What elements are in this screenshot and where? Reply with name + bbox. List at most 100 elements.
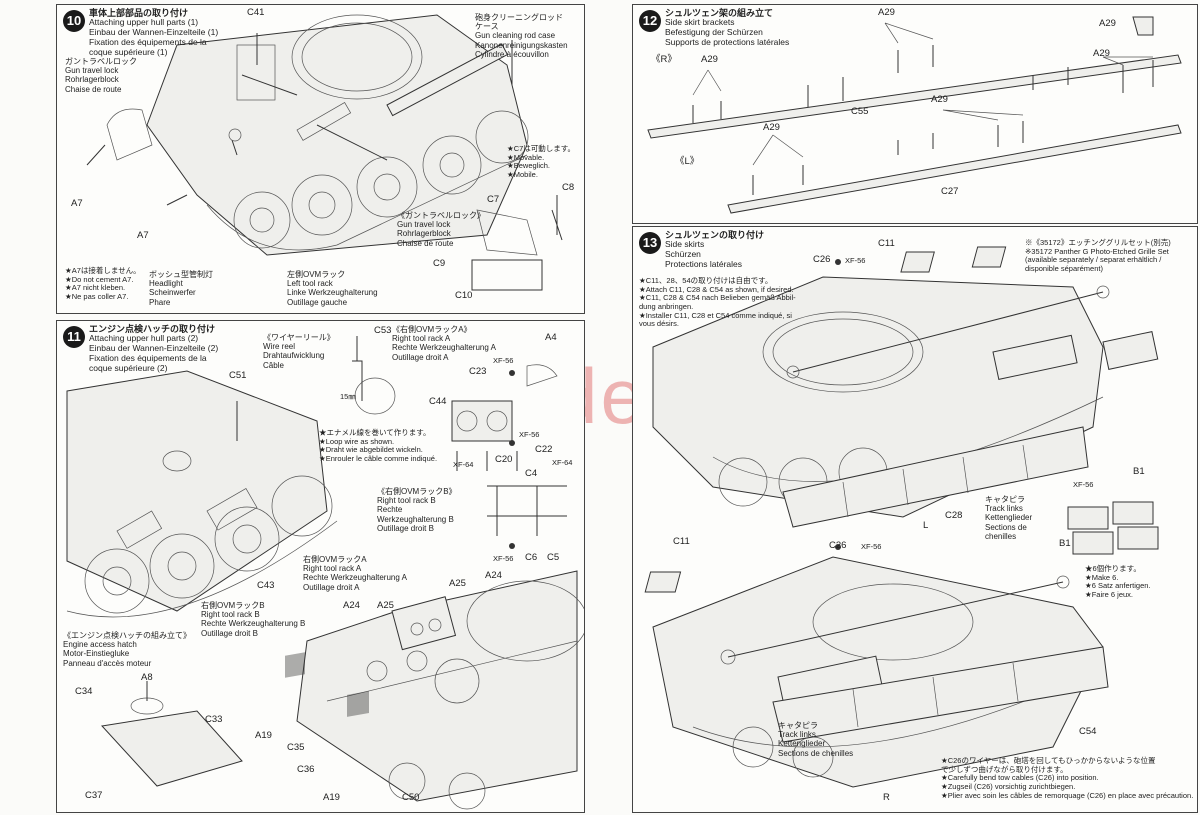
step-11-panel: 11 エンジン点検ハッチの取り付け Attaching upper hull p… xyxy=(56,320,585,813)
part-label: C36 xyxy=(297,764,315,775)
paint-code: XF-56 xyxy=(519,430,540,439)
part-label: A29 xyxy=(878,7,895,18)
note-line: ★C11, C28 & C54 nach Belieben gemäß Abbi… xyxy=(639,293,796,303)
note-line: ★Ne pas coller A7. xyxy=(65,291,129,301)
caption-line: Kettenglieder xyxy=(985,513,1033,523)
part-label: C8 xyxy=(562,182,575,193)
part-label: C51 xyxy=(229,370,247,381)
caption-line: Sections de chenilles xyxy=(778,748,854,758)
caption-line: Right tool rack A xyxy=(303,564,362,574)
note-line: vous désirs. xyxy=(639,319,680,329)
paint-code: XF-56 xyxy=(861,542,882,551)
step-12-illustration xyxy=(647,16,1182,214)
part-label: C53 xyxy=(374,325,392,336)
part-label: A25 xyxy=(449,578,466,589)
paint-code: XF-56 xyxy=(845,256,866,265)
step-10-panel: 10 車体上部部品の取り付け Attaching upper hull part… xyxy=(56,4,585,314)
caption-line: Right tool rack B xyxy=(377,496,436,506)
step-13-panel: 13 シュルツェンの取り付け Side skirts Schürzen Prot… xyxy=(632,226,1198,813)
part-label: A29 xyxy=(1093,48,1110,59)
attach-note: ★C11、28、54の取り付けは自由です。 ★Attach C11, C28 &… xyxy=(639,276,796,329)
part-label: C26 xyxy=(829,540,847,551)
note-line: (available separately / separat erhältli… xyxy=(1025,255,1162,265)
step-title: エンジン点検ハッチの取り付け Attaching upper hull part… xyxy=(89,324,218,373)
step-title-line: Side skirt brackets xyxy=(665,17,735,28)
note-line: ★C11、28、54の取り付けは自由です。 xyxy=(639,276,773,285)
caption-line: Outillage droit B xyxy=(201,628,258,638)
note-line: ※35172 Panther G Photo-Etched Grille Set xyxy=(1025,246,1169,256)
part-label: A29 xyxy=(931,94,948,105)
gun-travel-lock-caption: ガントラベルロック Gun travel lock Rohrlagerblock… xyxy=(65,57,137,94)
step-10-illustration xyxy=(86,14,563,291)
caption-line: Right tool rack A xyxy=(392,334,451,344)
part-label: R xyxy=(883,792,890,803)
step-13-illustration xyxy=(644,246,1159,788)
part-label: C37 xyxy=(85,790,103,801)
part-label: C28 xyxy=(945,510,963,521)
note-line: ★A7は接着しません。 xyxy=(65,266,141,275)
caption-jp: 《右側OVMラックB》 xyxy=(377,487,457,496)
caption-jp: 《ワイヤーリール》 xyxy=(263,333,335,342)
part-label: C27 xyxy=(941,186,959,197)
caption-line: Gun travel lock xyxy=(65,66,119,76)
caption-line: Kanonenreinigungskasten xyxy=(475,40,568,50)
caption-line: Wire reel xyxy=(263,342,296,352)
wire-reel-caption: 《ワイヤーリール》 Wire reel Drahtaufwicklung Câb… xyxy=(263,333,335,370)
paint-code: XF-56 xyxy=(493,356,514,365)
step-number: 11 xyxy=(63,326,85,348)
gun-cleaning-caption: 砲身クリーニングロッド ケース Gun cleaning rod case Ka… xyxy=(475,13,568,59)
part-label: A29 xyxy=(763,122,780,133)
step-title-line: Fixation des équipements de la xyxy=(89,352,207,363)
part-label: L xyxy=(923,520,929,531)
step-title-jp: シュルツェン架の組み立て xyxy=(665,8,774,18)
caption-line: Gun travel lock xyxy=(397,220,451,230)
caption-line: Linke Werkzeughalterung xyxy=(287,288,378,298)
c26-note: ★C26のワイヤーは、砲塔を回してもひっかからないような位置 で少しずつ曲げなが… xyxy=(941,756,1193,800)
caption-line: Outillage droit A xyxy=(303,582,360,592)
caption-line: chenilles xyxy=(985,531,1017,541)
caption-jp: ボッシュ型管制灯 xyxy=(149,270,213,279)
caption-jp: 左側OVMラック xyxy=(287,270,346,279)
part-label: A19 xyxy=(255,730,272,741)
part-label: A25 xyxy=(377,600,394,611)
caption-line: Left tool rack xyxy=(287,279,333,289)
note-line: ★Installer C11, C28 et C54 comme indiqué… xyxy=(639,310,792,320)
caption-line: Werkzeughalterung B xyxy=(377,514,454,524)
headlight-caption: ボッシュ型管制灯 Headlight Scheinwerfer Phare xyxy=(149,270,213,307)
caption-line: Outillage droit B xyxy=(377,523,434,533)
caption-line: Panneau d'accès moteur xyxy=(63,658,152,668)
note-line: dung anbringen. xyxy=(639,301,694,311)
caption-line: Rechte Werkzeughalterung A xyxy=(303,573,407,583)
caption-line: Drahtaufwicklung xyxy=(263,351,325,361)
dimension-label: 15㎜ xyxy=(340,392,356,401)
caption-line: Câble xyxy=(263,360,284,370)
caption-line: Engine access hatch xyxy=(63,640,137,650)
part-label: C20 xyxy=(495,454,513,465)
note-line: で少しずつ曲げながら取り付けます。 xyxy=(941,764,1068,774)
paint-code: XF-64 xyxy=(552,458,573,467)
part-label: C5 xyxy=(547,552,560,563)
part-label: C33 xyxy=(205,714,223,725)
part-label: C6 xyxy=(525,552,538,563)
grille-set-note: ※《35172》エッチンググリルセット(別売) ※35172 Panther G… xyxy=(1025,238,1171,274)
caption-line: Rechte xyxy=(377,505,403,515)
note-line: ★エナメル線を巻いて作ります。 xyxy=(319,428,431,437)
caption-line: Right tool rack B xyxy=(201,610,260,620)
track-links-caption-bottom: キャタピラ Track links Kettenglieder Sections… xyxy=(778,721,853,758)
note-line: disponible séparément) xyxy=(1025,263,1103,273)
step-title-jp: シュルツェンの取り付け xyxy=(665,230,765,240)
caption-line: Kettenglieder xyxy=(778,739,826,749)
make-6-note: ★6個作ります。 ★Make 6. ★6 Satz anfertigen. ★F… xyxy=(1085,564,1151,600)
caption-line: Rohrlagerblock xyxy=(65,75,119,85)
caption-jp: ガントラベルロック xyxy=(65,57,137,66)
step-title-line: Befestigung der Schürzen xyxy=(665,27,763,38)
note-line: ★Draht wie abgebildet wickeln. xyxy=(319,445,423,455)
caption-jp: 《ガントラベルロック》 xyxy=(397,211,485,220)
part-label: C34 xyxy=(75,686,93,697)
part-label: C50 xyxy=(402,792,420,803)
step-title-line: coque supérieure (2) xyxy=(89,362,168,373)
caption-line: Cylindre à écouvillon xyxy=(475,49,549,59)
note-line: ★Attach C11, C28 & C54 as shown, if desi… xyxy=(639,284,794,294)
part-label: C11 xyxy=(673,536,690,547)
note-line: ★Zugseil (C26) vorsichtig zurichtbiegen. xyxy=(941,781,1076,791)
